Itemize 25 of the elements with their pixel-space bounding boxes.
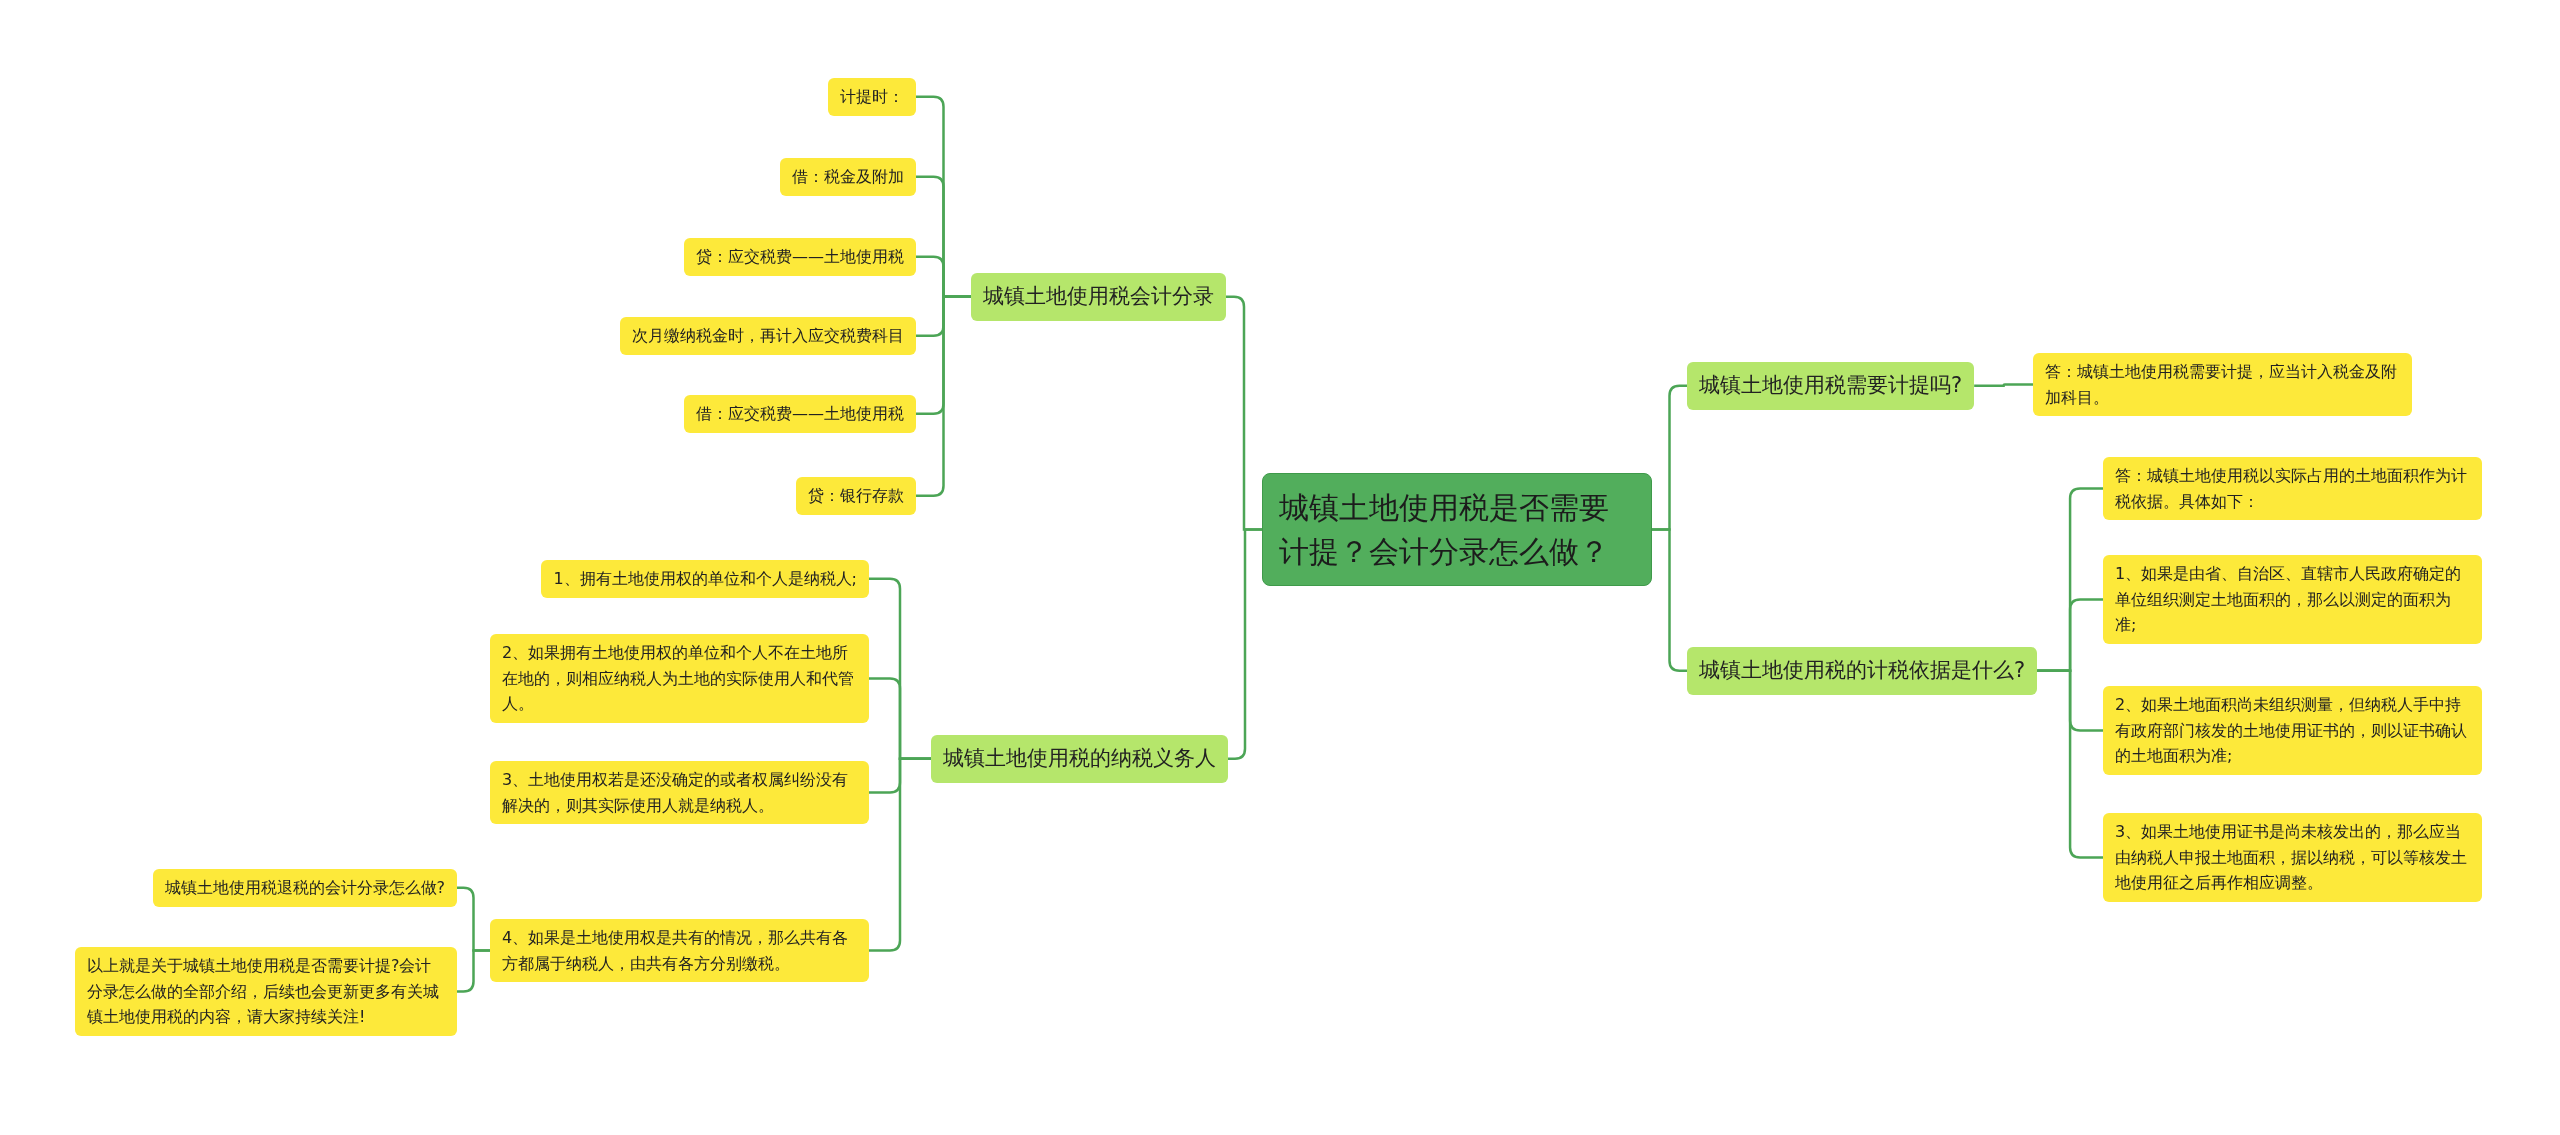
note-box: 次月缴纳税金时，再计入应交税费科目 <box>620 317 916 355</box>
connector-line <box>1652 528 1687 672</box>
note-box: 2、如果土地面积尚未组织测量，但纳税人手中持有政府部门核发的土地使用证书的，则以证书确认的土地面积为准; <box>2103 686 2482 775</box>
note-box: 贷：银行存款 <box>796 477 916 515</box>
note-box: 3、土地使用权若是还没确定的或者权属纠纷没有解决的，则其实际使用人就是纳税人。 <box>490 761 869 825</box>
note-box: 1、如果是由省、自治区、直辖市人民政府确定的单位组织测定土地面积的，那么以测定的面积为准; <box>2103 555 2482 644</box>
branch-box: 城镇土地使用税的计税依据是什么? <box>1687 647 2038 695</box>
note-box: 贷：应交税费——土地使用税 <box>684 238 916 276</box>
branch-box: 城镇土地使用税的纳税义务人 <box>931 735 1228 783</box>
note-box: 2、如果拥有土地使用权的单位和个人不在土地所在地的，则相应纳税人为土地的实际使用人和代管人。 <box>490 634 869 723</box>
topic-box: 城镇土地使用税是否需要计提？会计分录怎么做？ <box>1262 473 1652 586</box>
note-box: 答：城镇土地使用税以实际占用的土地面积作为计税依据。具体如下： <box>2103 457 2482 521</box>
note-box: 计提时： <box>828 78 916 116</box>
connector-line <box>1974 383 2033 387</box>
note-box: 1、拥有土地使用权的单位和个人是纳税人; <box>541 560 869 598</box>
note-box: 4、如果是土地使用权是共有的情况，那么共有各方都属于纳税人，由共有各方分别缴税。 <box>490 919 869 983</box>
note-box: 3、如果土地使用证书是尚未核发出的，那么应当由纳税人申报土地面积，据以纳税，可以等核发土地使用征之后再作相应调整。 <box>2103 813 2482 902</box>
note-box: 城镇土地使用税退税的会计分录怎么做? <box>152 869 457 907</box>
note-box: 答：城镇土地使用税需要计提，应当计入税金及附加科目。 <box>2033 353 2412 417</box>
branch-box: 城镇土地使用税会计分录 <box>971 273 1226 321</box>
note-box: 以上就是关于城镇土地使用税是否需要计提?会计分录怎么做的全部介绍，后续也会更新更多有关城镇土地使用税的内容，请大家持续关注! <box>75 947 457 1036</box>
branch-box: 城镇土地使用税需要计提吗? <box>1687 362 1975 410</box>
note-box: 借：税金及附加 <box>780 158 916 196</box>
connector-line <box>457 949 490 993</box>
note-box: 借：应交税费——土地使用税 <box>684 395 916 433</box>
